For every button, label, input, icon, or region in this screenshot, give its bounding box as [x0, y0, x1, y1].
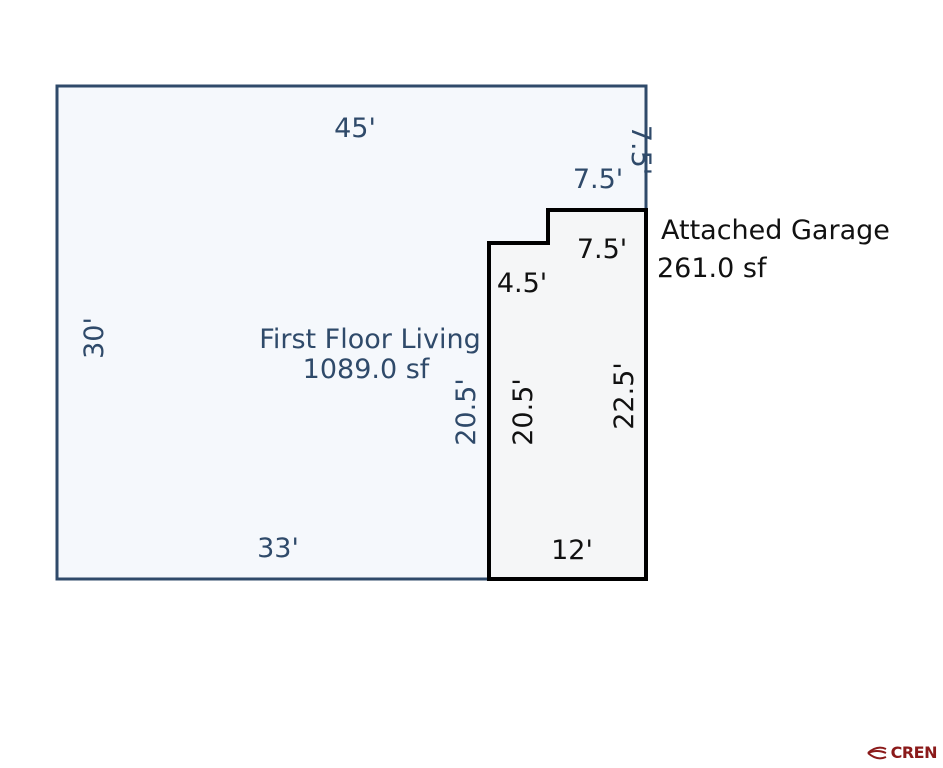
- garage-dim-bottom: 12': [551, 535, 593, 566]
- living-dim-left: 30': [79, 317, 110, 359]
- cren-logo-text: CREN: [890, 743, 938, 762]
- living-dim-inner-vertical: 20.5': [451, 378, 482, 446]
- living-area-value: 1089.0 sf: [303, 354, 431, 385]
- garage-label: Attached Garage: [661, 215, 890, 246]
- garage-area-value: 261.0 sf: [657, 253, 768, 284]
- garage-outline: [487, 208, 648, 581]
- garage-dim-top: 7.5': [577, 234, 627, 265]
- garage-dim-right: 22.5': [609, 362, 640, 430]
- living-label: First Floor Living: [259, 324, 480, 355]
- cren-mark-icon: [866, 746, 887, 759]
- garage-dim-step: 4.5': [497, 268, 547, 299]
- cren-logo: CREN: [866, 743, 938, 762]
- garage-dim-left: 20.5': [508, 378, 539, 446]
- living-dim-notch-horizontal: 7.5': [573, 164, 623, 195]
- living-dim-top: 45': [334, 113, 376, 144]
- living-dim-bottom: 33': [257, 533, 299, 564]
- living-dim-notch-vertical: 7.5': [625, 125, 656, 175]
